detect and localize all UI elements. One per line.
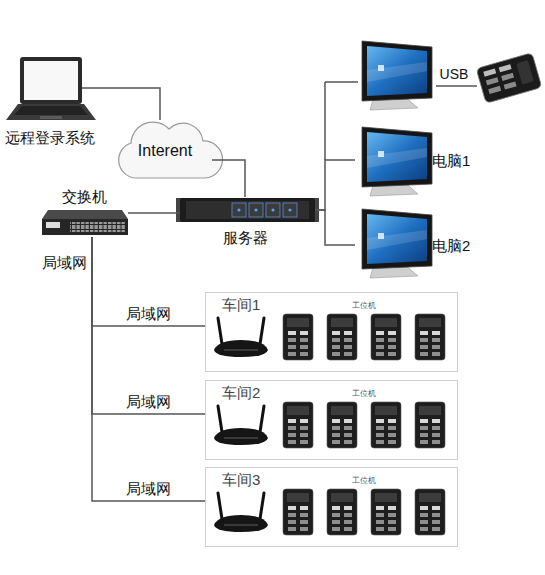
laptop-icon — [82, 87, 96, 89]
server-illustration — [283, 203, 297, 217]
switch-illustration — [42, 219, 128, 235]
laptop-icon — [6, 104, 96, 120]
server-illustration — [254, 208, 257, 211]
node-label: 远程登录系统 — [0, 129, 100, 146]
cloud-shape — [119, 122, 223, 178]
monitor-illustration — [362, 127, 432, 196]
network-link — [92, 237, 205, 414]
network-link — [96, 88, 160, 120]
device-caption: 工位机 — [352, 389, 392, 398]
workshop-devices — [371, 314, 401, 360]
network-label: 局域网 — [36, 254, 92, 271]
workshop-devices — [214, 314, 445, 535]
server-illustration — [180, 198, 315, 222]
laptop-icon — [40, 116, 62, 119]
monitor-wires — [324, 82, 326, 160]
server-illustration — [232, 203, 246, 217]
switch-illustration — [70, 222, 125, 232]
card-reader — [483, 69, 496, 77]
server-illustration — [249, 203, 263, 217]
node-label: 交换机 — [40, 188, 128, 205]
link-label: 局域网 — [119, 393, 179, 410]
connector-group — [92, 88, 355, 501]
laptop-icon — [24, 61, 78, 100]
card-reader — [501, 73, 514, 81]
workshop-devices — [327, 402, 357, 448]
computer-node: 电脑1 — [355, 120, 485, 200]
workshop-panel: 车间1 工位机 — [205, 292, 458, 372]
workshop-devices — [327, 314, 357, 360]
link-label: 局域网 — [119, 480, 179, 497]
network-link — [212, 160, 245, 197]
workshop-devices — [283, 489, 313, 535]
workshop-devices — [214, 406, 268, 445]
server-illustration — [271, 208, 274, 211]
node-label: 服务器 — [210, 229, 280, 246]
switch-illustration — [42, 210, 128, 235]
workshop-devices — [415, 314, 445, 360]
workshop-devices — [283, 314, 313, 360]
workshop-name: 车间2 — [222, 384, 282, 401]
monitor-illustration — [362, 209, 432, 278]
monitor-wires — [436, 85, 477, 87]
workshop-devices — [371, 489, 401, 535]
network-link — [315, 210, 355, 245]
card-reader — [488, 86, 501, 94]
workshop-devices — [415, 402, 445, 448]
workshop-devices — [327, 489, 357, 535]
server-illustration — [186, 201, 309, 219]
card-reader — [486, 77, 499, 85]
laptop-node: 远程登录系统 — [4, 55, 96, 150]
workshop-panel: 车间3 工位机 — [205, 467, 458, 547]
workshop-panel: 车间2 工位机 — [205, 380, 458, 460]
server-illustration — [176, 198, 319, 222]
network-link — [92, 237, 205, 501]
card-reader — [516, 60, 534, 84]
switch-illustration — [42, 210, 128, 219]
card-reader — [499, 64, 512, 72]
computer-node: 电脑2 — [355, 200, 485, 280]
workshop-devices — [283, 402, 313, 448]
network-link — [128, 212, 180, 214]
link-label: 局域网 — [119, 305, 179, 322]
workshop-name: 车间3 — [222, 471, 282, 488]
monitor-illustration — [362, 41, 432, 110]
cloud-node: Interent — [118, 120, 212, 182]
workshop-devices — [371, 402, 401, 448]
laptop-icon — [14, 106, 88, 115]
node-label: 电脑2 — [432, 237, 484, 254]
workshop-devices — [415, 489, 445, 535]
node-label: Interent — [118, 142, 212, 160]
card-reader — [476, 53, 542, 104]
server-illustration — [288, 208, 291, 211]
device-caption: 工位机 — [352, 301, 392, 310]
server-illustration — [237, 208, 240, 211]
port-label: USB — [434, 66, 474, 82]
switch-node: 交换机 — [40, 185, 128, 237]
switch-illustration — [46, 222, 60, 228]
network-link — [315, 160, 355, 210]
monitor-wires — [325, 81, 358, 83]
cloud-shape — [119, 122, 223, 178]
network-link — [92, 237, 205, 326]
card-reader — [476, 53, 542, 104]
card-reader — [504, 81, 517, 89]
workshop-devices — [214, 493, 268, 532]
node-label: 电脑1 — [432, 152, 484, 169]
laptop-icon — [6, 57, 96, 120]
workshop-devices — [214, 318, 268, 357]
laptop-icon — [20, 57, 82, 104]
device-caption: 工位机 — [352, 476, 392, 485]
server-node: 服务器 — [180, 197, 315, 249]
workshop-name: 车间1 — [222, 296, 282, 313]
server-illustration — [266, 203, 280, 217]
